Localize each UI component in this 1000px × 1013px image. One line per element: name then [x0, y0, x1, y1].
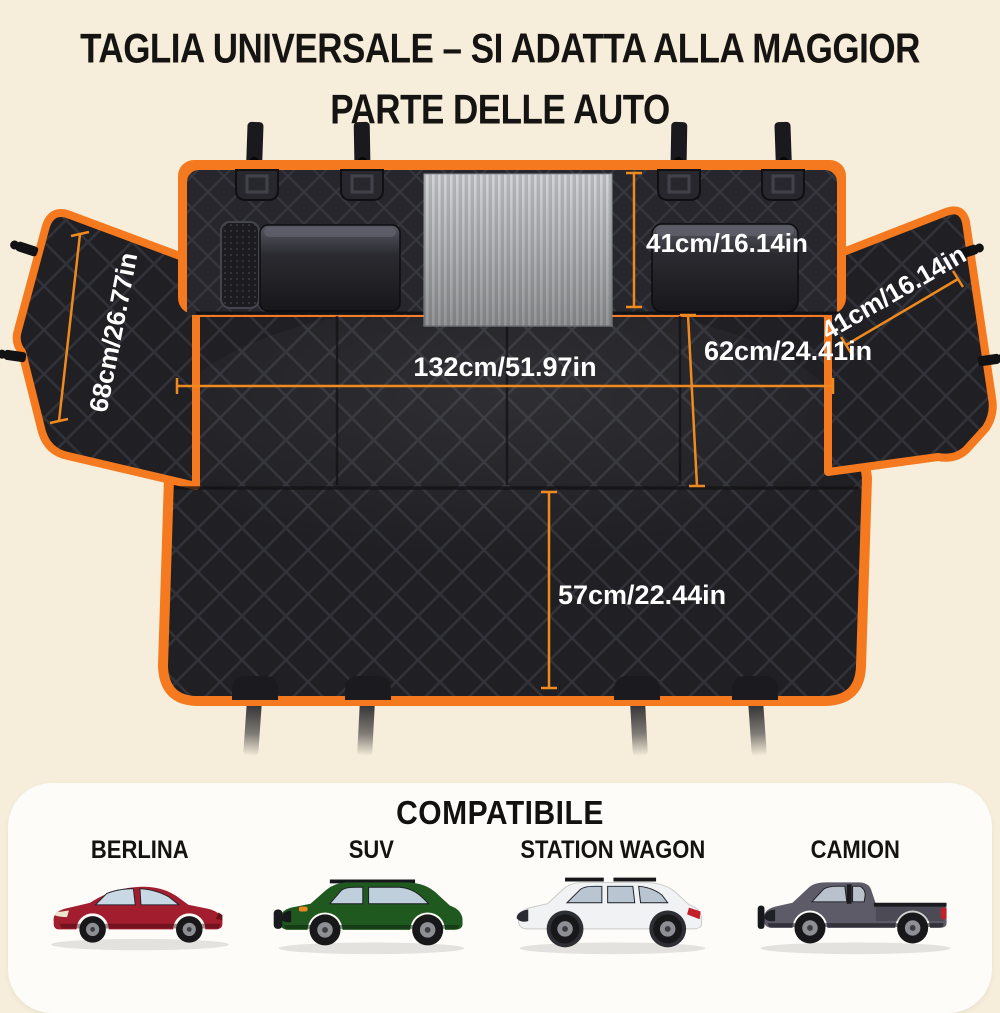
vehicle-label-camion: CAMION [810, 835, 900, 864]
dim-label-width: 132cm/51.97in [413, 352, 596, 382]
bottom-straps [243, 699, 767, 757]
compatibility-heading: COMPATIBILE [396, 795, 604, 832]
vehicle-label-suv: SUV [348, 835, 394, 864]
suv-car-icon [273, 879, 465, 955]
vehicle-camion: CAMION [737, 835, 975, 957]
vehicle-suv: SUV [254, 835, 490, 957]
pickup-truck-icon [757, 882, 951, 955]
dimension-annotations [49, 171, 965, 690]
backrest-panel [178, 160, 846, 327]
vehicle-station-wagon: STATION WAGON [489, 835, 736, 957]
dim-label-backrest: 62cm/24.41in [704, 336, 872, 366]
dim-rear-bench-depth [541, 490, 557, 690]
headrest-buckles [235, 169, 805, 201]
dim-label-bench: 57cm/22.44in [558, 580, 726, 610]
dim-label-headrest: 41cm/16.14in [646, 228, 808, 258]
seat-deck [158, 300, 872, 706]
seat-cover-diagram: 41cm/16.14in 62cm/24.41in 132cm/51.97in … [0, 121, 1000, 757]
deck-seams [174, 316, 858, 490]
mesh-window [423, 173, 613, 327]
vehicle-berlina: BERLINA [26, 835, 254, 955]
storage-pockets [220, 221, 799, 313]
page-title: TAGLIA UNIVERSALE – SI ADATTA ALLA MAGGI… [0, 20, 1000, 133]
title-line-2: PARTE DELLE AUTO [330, 87, 670, 134]
left-flap [0, 209, 200, 490]
station-wagon-icon [516, 877, 706, 955]
dim-right-flap-width [839, 270, 965, 354]
dim-seat-width [175, 378, 835, 394]
right-flap [824, 206, 1000, 476]
dim-left-flap-length [49, 230, 90, 425]
bottom-tabs [232, 676, 778, 700]
vehicle-list: BERLINA SUV [8, 829, 992, 957]
title-line-1: TAGLIA UNIVERSALE – SI ADATTA ALLA MAGGI… [80, 26, 920, 73]
sedan-car-icon [50, 886, 229, 951]
compatibility-card: COMPATIBILE BERLINA SUV [8, 783, 992, 1013]
vehicle-label-berlina: BERLINA [90, 835, 189, 864]
left-flap-clip-icon [0, 240, 39, 363]
dim-backrest-depth [680, 313, 705, 488]
dim-headrest-height [626, 171, 642, 309]
vehicle-label-station-wagon: STATION WAGON [520, 835, 706, 864]
